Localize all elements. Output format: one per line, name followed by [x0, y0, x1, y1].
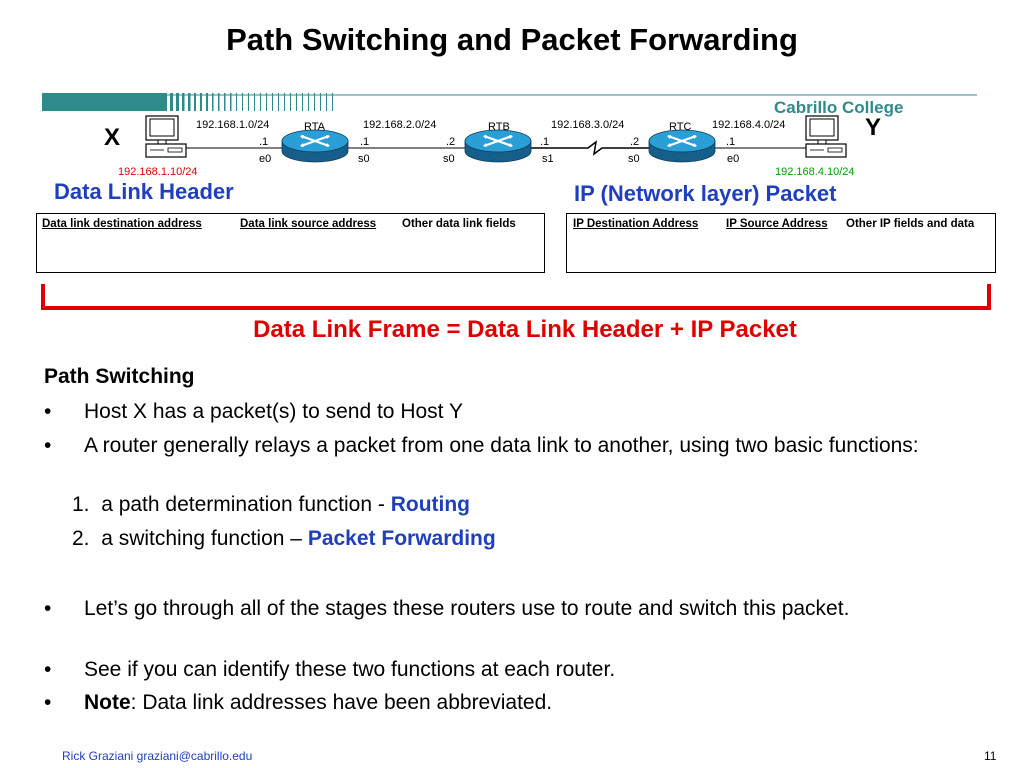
host-y-label: Y	[865, 114, 881, 141]
banner-stripes: Cabrillo College	[42, 93, 977, 117]
network-2-label: 192.168.2.0/24	[363, 119, 436, 131]
router-rtb-icon	[463, 128, 533, 164]
host-x-label: X	[104, 124, 120, 151]
dl-other-fields: Other data link fields	[402, 218, 516, 230]
banner-text: Cabrillo College	[774, 98, 903, 117]
ip-destination-field: IP Destination Address	[573, 218, 699, 230]
rtc-s0-addr: .2	[630, 136, 639, 148]
numbered-item: 2. a switching function – Packet Forward…	[72, 527, 496, 551]
data-link-header-box: Data link destination address Data link …	[36, 213, 545, 273]
data-link-header-title: Data Link Header	[54, 179, 234, 204]
dl-destination-field: Data link destination address	[42, 218, 202, 230]
dl-source-field: Data link source address	[240, 218, 377, 230]
banner-stripe-pattern	[170, 93, 333, 111]
router-rtc-label: RTC	[669, 121, 691, 133]
host-x-ip: 192.168.1.10/24	[118, 166, 198, 178]
rta-s0-addr: .1	[360, 136, 369, 148]
link-rtb-rtc-serial	[530, 140, 650, 156]
bullet-text: Host X has a packet(s) to send to Host Y	[84, 400, 463, 423]
bullet-text: A router generally relays a packet from …	[84, 434, 919, 457]
slide-title: Path Switching and Packet Forwarding	[226, 22, 798, 57]
ip-source-field: IP Source Address	[726, 218, 828, 230]
rtb-s0-addr: .2	[446, 136, 455, 148]
numbered-highlight: Routing	[390, 493, 471, 516]
bullet-dot: •	[44, 400, 52, 423]
network-4-label: 192.168.4.0/24	[712, 119, 785, 131]
router-rtb-label: RTB	[488, 121, 510, 133]
network-3-label: 192.168.3.0/24	[551, 119, 624, 131]
ip-packet-title: IP (Network layer) Packet	[574, 181, 837, 206]
host-y-ip: 192.168.4.10/24	[775, 166, 855, 178]
rtc-e0-label: e0	[727, 153, 739, 165]
numbered-text: a switching function –	[101, 527, 308, 550]
note-body: : Data link addresses have been abbrevia…	[130, 691, 553, 714]
numbered-index: 1.	[72, 493, 90, 516]
numbered-highlight: Packet Forwarding	[307, 527, 496, 550]
bullet-dot: •	[44, 434, 52, 457]
rtc-e0-addr: .1	[726, 136, 735, 148]
network-1-label: 192.168.1.0/24	[196, 119, 269, 131]
host-x-computer-icon	[145, 115, 187, 158]
rtb-s1-label: s1	[542, 153, 554, 165]
network-topology: X Y 192.168.1.10/24 192.168.4.10/24 RTA …	[104, 114, 881, 178]
bullet-dot: •	[44, 691, 52, 714]
banner-solid-block	[42, 93, 167, 111]
bullet-dot: •	[44, 658, 52, 681]
footer-author: Rick Graziani graziani@cabrillo.edu	[62, 749, 253, 763]
bullet-text: Let’s go through all of the stages these…	[84, 597, 850, 620]
rtb-s0-label: s0	[443, 153, 455, 165]
rtb-s1-addr: .1	[540, 136, 549, 148]
bullet-text: See if you can identify these two functi…	[84, 658, 616, 681]
host-y-computer-icon	[805, 115, 847, 158]
rta-e0-addr: .1	[259, 136, 268, 148]
numbered-item: 1. a path determination function - Routi…	[72, 493, 470, 517]
note-text: Note: Data link addresses have been abbr…	[84, 689, 1004, 716]
bullet-dot: •	[44, 597, 52, 620]
router-rtc-icon	[647, 128, 717, 164]
page-number: 11	[984, 749, 997, 763]
ip-other-fields: Other IP fields and data	[846, 218, 975, 230]
ip-packet-box: IP Destination Address IP Source Address…	[566, 213, 996, 273]
rtc-s0-label: s0	[628, 153, 640, 165]
router-rta-icon	[280, 128, 350, 164]
rta-s0-label: s0	[358, 153, 370, 165]
rta-e0-label: e0	[259, 153, 271, 165]
router-rta-label: RTA	[304, 121, 326, 133]
numbered-text: a path determination function -	[101, 493, 391, 516]
section-heading: Path Switching	[44, 365, 195, 388]
note-label: Note	[84, 691, 131, 714]
numbered-index: 2.	[72, 527, 90, 550]
frame-equation: Data Link Frame = Data Link Header + IP …	[253, 316, 797, 343]
frame-bracket	[41, 284, 991, 310]
